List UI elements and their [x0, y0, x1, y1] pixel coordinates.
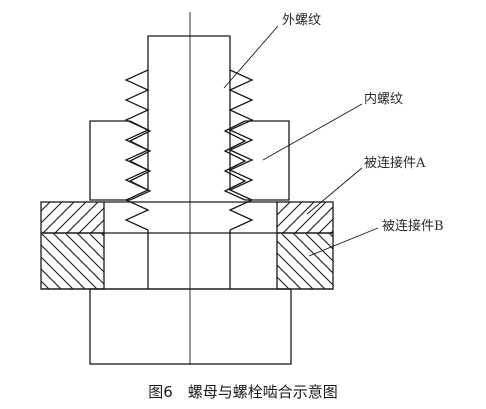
internal-thread-right [223, 120, 247, 201]
label-internal-thread: 内螺纹 [364, 91, 403, 107]
drawing [40, 12, 379, 365]
label-part-a: 被连接件A [364, 155, 426, 171]
external-thread-left [124, 69, 150, 231]
bolt-top-outline [147, 35, 231, 190]
nut-body-left [89, 120, 130, 201]
bolt-head [89, 288, 292, 365]
nut-body-right [245, 120, 290, 201]
internal-thread-left [128, 120, 152, 201]
leader-external-thread [223, 25, 279, 89]
part-b-right-hatch [276, 232, 334, 290]
figure-caption: 图6 螺母与螺栓啮合示意图 [148, 383, 338, 401]
label-part-b: 被连接件B [382, 218, 444, 234]
part-b-left-hatch [40, 232, 105, 290]
leader-internal-thread [262, 103, 363, 161]
label-external-thread: 外螺纹 [282, 13, 321, 28]
external-thread-right [228, 69, 254, 231]
part-a-left-hatch [40, 201, 105, 234]
leader-part-a [306, 167, 363, 215]
part-a-right-hatch [276, 201, 334, 234]
leader-part-b [308, 227, 379, 257]
